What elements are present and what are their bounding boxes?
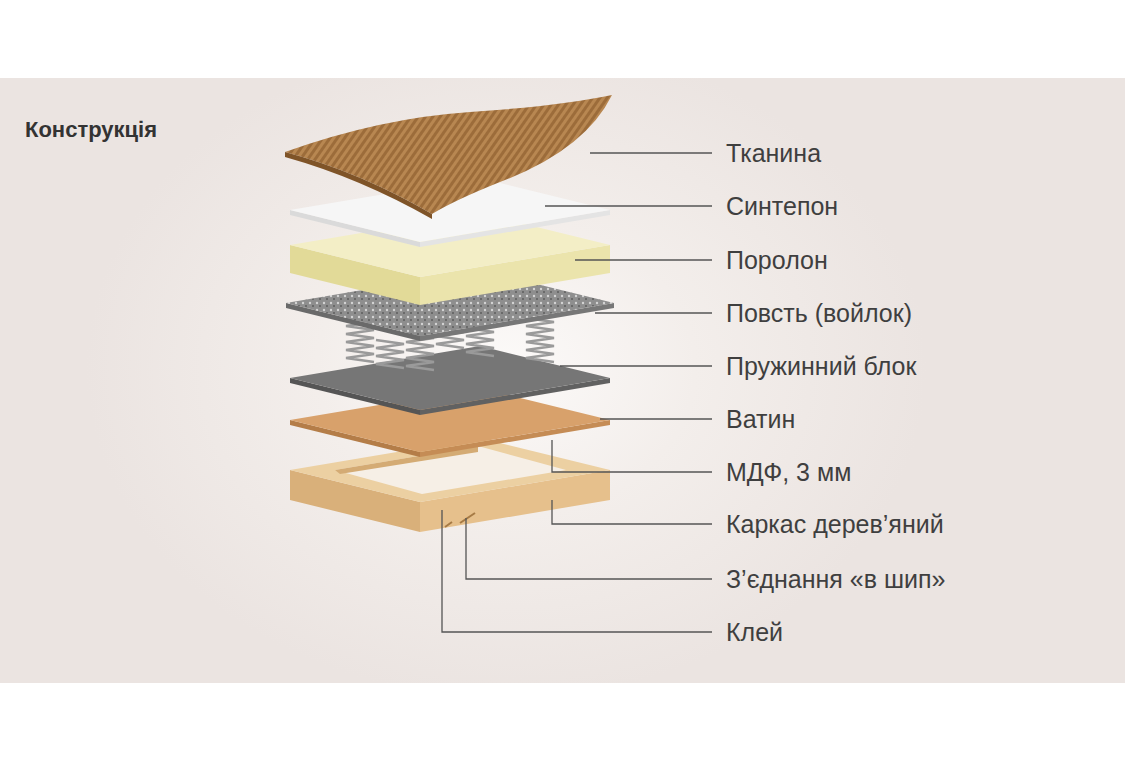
part-label: Ватин [726,404,795,434]
part-label: Каркас дерев’яний [726,509,944,539]
part-label: Тканина [726,138,821,168]
wooden-frame [290,438,610,532]
diagram-title: Конструкція [25,117,157,143]
part-label: Поролон [726,245,828,275]
part-label: МДФ, 3 мм [726,457,851,487]
part-label: Синтепон [726,191,838,221]
fabric-sheet [285,95,612,219]
leader-line [442,153,712,632]
vatyn-layer [290,346,610,415]
part-label: Пружинний блок [726,351,916,381]
part-label: З’єднання «в шип» [726,564,945,594]
part-label: Повсть (войлок) [726,298,912,328]
part-label: Клей [726,617,783,647]
